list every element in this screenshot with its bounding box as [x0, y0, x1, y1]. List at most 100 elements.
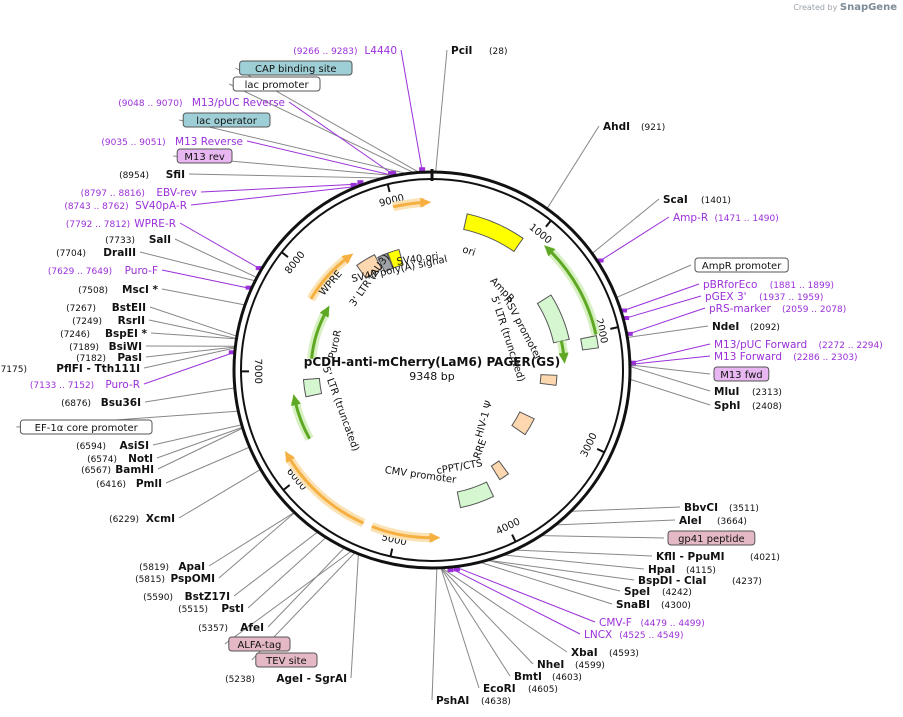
label-sphi-pos: (2408)	[752, 402, 782, 412]
label-kfli-ppumi-leader	[516, 549, 653, 557]
label-sphi-leader	[630, 379, 711, 406]
label-pcii-name: PciI	[451, 45, 472, 57]
label-ahdi-leader	[547, 125, 600, 209]
label-msci-leader	[161, 288, 245, 306]
label-cmv-f-mark	[453, 567, 460, 572]
feature-ampr-promoter	[580, 335, 599, 351]
label-cmv-f-name: CMV-F	[599, 617, 632, 629]
label-msci: MscI *(7508)	[78, 284, 158, 296]
label-sv40pa-r: SV40pA-R(8743 .. 8762)	[64, 200, 187, 212]
label-puro-r-mark	[228, 350, 235, 355]
label-bamhi-pos: (6567)	[81, 466, 111, 476]
feature-label-rre: RRE	[472, 438, 489, 461]
label-m13-forward: M13 Forward(2286 .. 2303)	[714, 351, 858, 363]
label-rsrii-leader	[148, 319, 236, 339]
label-m13-puc-forward-name: M13/pUC Forward	[714, 339, 807, 351]
label-lac-promoter-leader	[228, 83, 413, 173]
tick-label-1000: 1000	[527, 222, 554, 246]
label-sali-name: SalI	[149, 234, 171, 246]
label-pflfi-tth111i-name: PflFI - Tth111I	[56, 363, 140, 375]
label-ampr-promoter-leader	[617, 264, 692, 298]
label-m13-reverse-name: M13 Reverse	[175, 136, 243, 148]
tick-2000	[610, 326, 619, 330]
label-tev-site: TEV site	[265, 656, 307, 667]
label-lncx-leader	[450, 567, 581, 635]
label-bsteii: BstEII(7267)	[66, 302, 146, 314]
label-ahdi-name: AhdI	[603, 121, 630, 133]
label-ampr-promoter: AmpR promoter	[702, 261, 782, 272]
feature-ef-1	[302, 377, 323, 398]
label-afei-name: AfeI	[240, 622, 264, 634]
label-snabi: SnaBI(4300)	[616, 599, 691, 611]
label-pspomi: PspOMI(5815)	[135, 573, 215, 585]
label-gp41-peptide: gp41 peptide	[678, 534, 745, 545]
label-m13-fwd-box	[713, 366, 770, 382]
label-bmti-pos: (4603)	[552, 673, 582, 683]
label-ecori-leader	[440, 568, 480, 689]
tick-label-8000: 8000	[283, 250, 307, 277]
label-sphi: SphI(2408)	[714, 400, 782, 412]
label-bmti-leader	[441, 568, 511, 677]
label-kfli-ppumi: KflI - PpuMI(4021)	[656, 551, 780, 563]
label-pmli: PmlI(6416)	[96, 478, 162, 490]
label-mlui-pos: (2313)	[752, 388, 782, 398]
label-alei: AleI(3664)	[679, 515, 747, 527]
label-sfii-name: SfiI	[166, 169, 185, 181]
label-rsrii-name: RsrII	[118, 315, 145, 327]
label-sfii-pos: (8954)	[119, 171, 149, 181]
label-nhei-leader	[441, 568, 534, 665]
label-agei-sgrai: AgeI - SgrAI(5238)	[225, 673, 347, 685]
label-prs-marker-name: pRS-marker	[709, 303, 772, 315]
label-prs-marker-pos: (2059 .. 2078)	[782, 305, 846, 315]
label-puro-f-leader	[161, 269, 251, 289]
label-ebv-rev-name: EBV-rev	[156, 187, 197, 199]
feature-label-5-ltr-truncated: 5' LTR (truncated)	[320, 365, 361, 453]
label-pmli-pos: (6416)	[96, 480, 126, 490]
label-rsrii-pos: (7249)	[72, 317, 102, 327]
label-ecori-pos: (4605)	[528, 685, 558, 695]
label-bstz17i: BstZ17I(5590)	[143, 591, 230, 603]
label-psti-name: PstI	[221, 603, 244, 615]
label-psti: PstI(5515)	[178, 603, 244, 615]
label-apai: ApaI(5819)	[139, 561, 205, 573]
label-m13-reverse-leader	[246, 140, 392, 176]
label-tev-site-box	[255, 652, 318, 668]
label-bsiwi: BsiWI(7189)	[69, 341, 142, 353]
label-ef-1-core-promoter-box	[19, 419, 153, 435]
label-scai-pos: (1401)	[701, 196, 731, 206]
feature-hiv-1	[539, 374, 558, 386]
label-lac-operator: lac operator	[196, 116, 257, 127]
label-bspdi-clai-leader	[489, 559, 635, 581]
label-pspomi-pos: (5815)	[135, 575, 165, 585]
label-spei-name: SpeI	[624, 586, 650, 598]
label-asisi-pos: (6594)	[76, 442, 106, 452]
label-m13-puc-forward-pos: (2272 .. 2294)	[819, 341, 883, 351]
label-alei-name: AleI	[679, 515, 702, 527]
label-bstz17i-name: BstZ17I	[185, 591, 230, 603]
label-bspdi-clai-pos: (4237)	[732, 577, 762, 587]
feature-rre	[511, 411, 535, 436]
label-pgex-3-leader	[624, 295, 702, 320]
label-puro-r: Puro-R(7133 .. 7152)	[30, 379, 140, 391]
label-m13-forward-pos: (2286 .. 2303)	[793, 353, 857, 363]
label-draiii-name: DraIII	[103, 247, 136, 259]
label-pflfi-tth111i-pos: (7175)	[0, 365, 27, 375]
label-m13-fwd: M13 fwd	[720, 370, 762, 381]
label-nhei-pos: (4599)	[575, 661, 605, 671]
tick-5000	[389, 548, 394, 557]
label-noti-leader	[156, 427, 242, 459]
label-hpai-name: HpaI	[648, 564, 675, 576]
plasmid-length: 9348 bp	[409, 370, 454, 383]
feature-3-ltr-u3	[356, 253, 383, 280]
label-agei-sgrai-name: AgeI - SgrAI	[276, 673, 347, 685]
label-hpai-pos: (4115)	[686, 566, 716, 576]
feature-ori	[463, 213, 524, 253]
label-spei: SpeI(4242)	[624, 586, 692, 598]
feature-anti-mcherry-arrow	[429, 532, 441, 543]
label-pasi-leader	[145, 346, 235, 358]
label-ecori: EcoRI(4605)	[483, 683, 558, 695]
label-snabi-pos: (4300)	[661, 601, 691, 611]
label-pasi: PasI(7182)	[76, 352, 142, 364]
label-mlui-leader	[630, 366, 711, 392]
